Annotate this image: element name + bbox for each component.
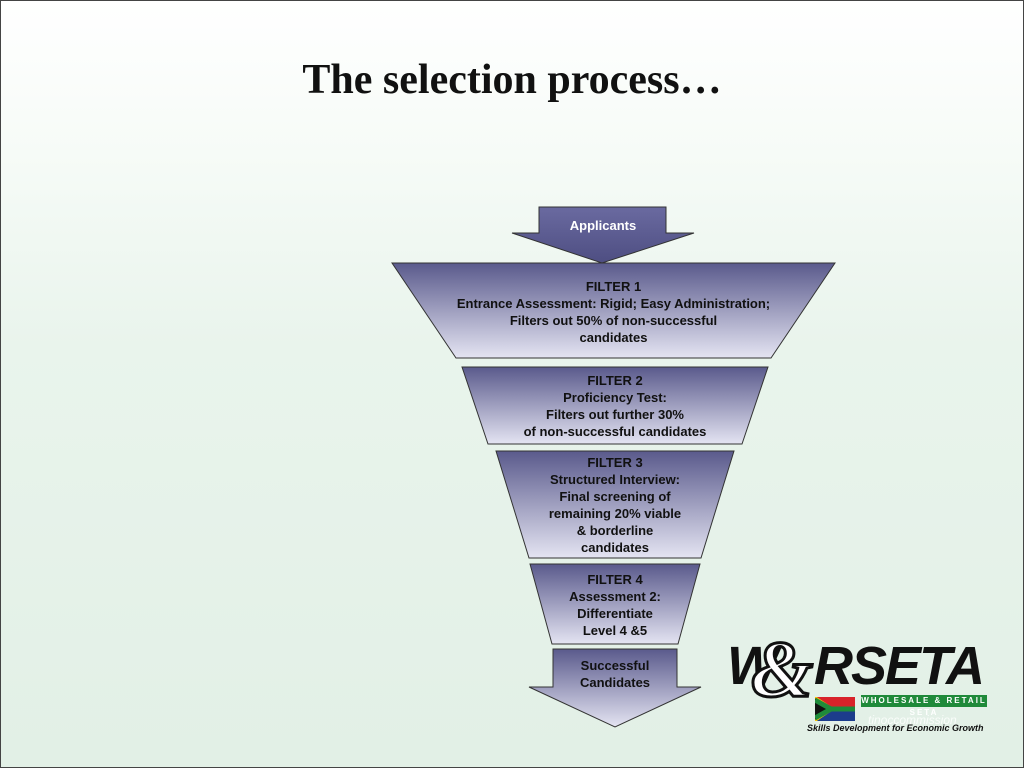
filter-2-shape [461, 366, 769, 445]
applicants-arrow [511, 206, 695, 264]
filter-1-shape [391, 262, 836, 359]
page-title: The selection process… [302, 57, 722, 103]
filter-4-label: FILTER 4 Assessment 2: Differentiate Lev… [569, 572, 661, 638]
successful-candidates-label: Successful Candidates [579, 658, 651, 690]
logo-tagline: Skills Development for Economic Growth [807, 723, 984, 733]
filter-2-label: FILTER 2 Proficiency Test: Filters out f… [523, 373, 707, 439]
logo-ampersand: & [749, 625, 814, 716]
filter-1-label: FILTER 1 Entrance Assessment: Rigid; Eas… [456, 279, 771, 345]
applicants-label: Applicants [569, 218, 637, 233]
south-africa-flag-icon [815, 697, 855, 721]
filter-3-shape [495, 450, 735, 559]
filter-3-label: FILTER 3 Structured Interview: Final scr… [548, 455, 682, 555]
filter-4-shape [529, 563, 701, 645]
logo-overlay-text: tinoccommission [868, 713, 957, 727]
logo-banner: WHOLESALE & RETAIL SETA [861, 695, 987, 717]
successful-candidates-arrow [528, 648, 702, 728]
